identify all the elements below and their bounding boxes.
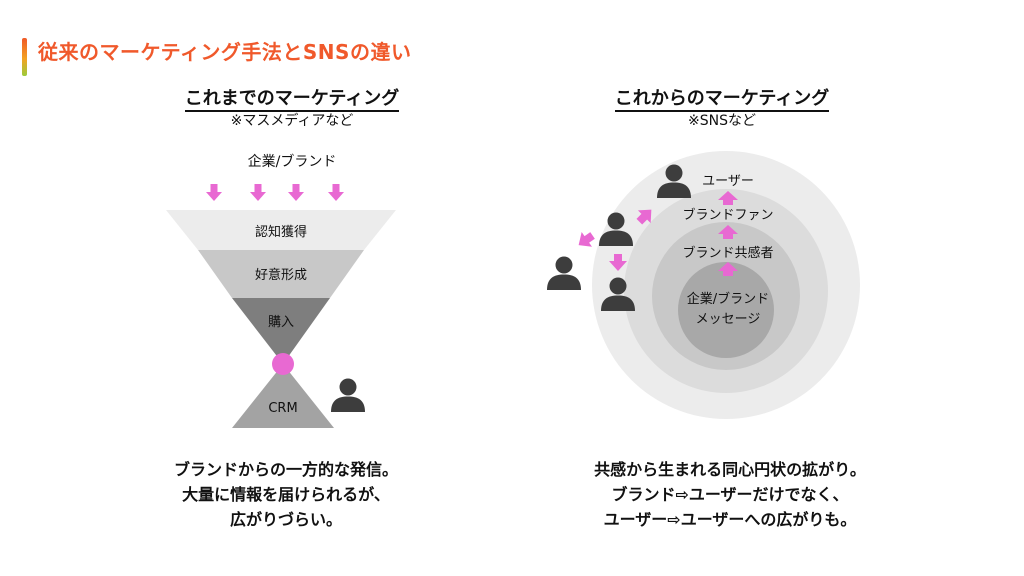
down-arrow-icon [288,184,304,201]
left-heading: これまでのマーケティング [146,84,438,112]
left-heading-text: これまでのマーケティング [184,88,400,112]
right-heading: これからのマーケティング [572,84,872,112]
left-caption-line: ブランドからの一方的な発信。 [173,460,398,479]
down-arrow-icon [206,184,222,201]
ring-label-sympathizer: ブランド共感者 [682,245,773,261]
ring-core [678,262,774,358]
up-arrow-icon [718,262,738,276]
source-label: 企業/ブランド [248,153,337,170]
down-arrow-icon [328,184,344,201]
core-label-brand: 企業/ブランド [687,291,769,307]
funnel-label-purchase: 購入 [268,315,294,330]
core-label-message: メッセージ [696,312,761,327]
funnel-stage-favorability [198,250,364,298]
up-arrow-icon [718,191,738,205]
ring-label-fan: ブランドファン [682,207,773,223]
crm-label: CRM [268,401,297,416]
left-caption-line: 広がりづらい。 [229,510,342,529]
right-caption-line: ユーザー⇨ユーザーへの広がりも。 [603,510,857,529]
right-subheading: ※SNSなど [688,113,756,129]
funnel-label-favorability: 好意形成 [255,267,307,283]
funnel-label-awareness: 認知獲得 [255,224,307,240]
spread-arrow-icon [578,232,595,247]
left-subheading: ※マスメディアなど [230,113,354,129]
spread-arrow-icon [609,254,627,271]
slide-title: 従来のマーケティング手法とSNSの違い [38,40,412,64]
down-arrow-icon [250,184,266,201]
funnel-stage-awareness [166,210,396,250]
left-caption-line: 大量に情報を届けられるが、 [182,485,390,504]
title-accent-bar [22,38,27,76]
up-arrow-icon [718,225,738,239]
left-caption: ブランドからの一方的な発信。 大量に情報を届けられるが、 広がりづらい。 [96,457,476,532]
right-caption: 共感から生まれる同心円状の拡がり。 ブランド⇨ユーザーだけでなく、 ユーザー⇨ユ… [520,457,940,532]
funnel-stage-purchase [232,298,330,364]
ring-label-user: ユーザー [702,174,754,189]
right-caption-line: 共感から生まれる同心円状の拡がり。 [594,460,866,479]
person-icon [547,256,581,290]
right-caption-line: ブランド⇨ユーザーだけでなく、 [611,485,849,504]
person-icon [331,378,365,412]
conversion-dot [272,353,294,375]
right-heading-text: これからのマーケティング [614,88,830,112]
crm-triangle [232,364,334,428]
